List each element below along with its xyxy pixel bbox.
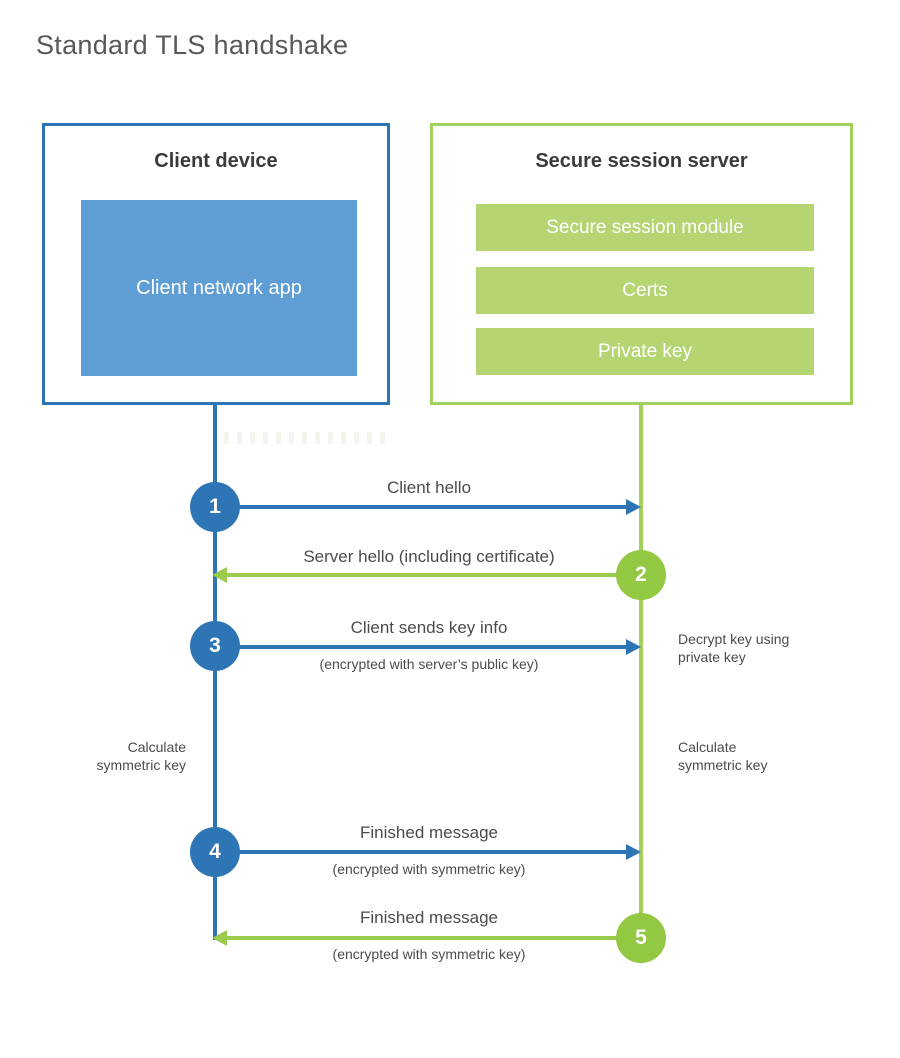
arrow-head-right-icon — [626, 844, 641, 860]
message-sublabel-key-info: (encrypted with server’s public key) — [319, 656, 539, 672]
client-lifeline — [213, 405, 217, 940]
message-label-finished-client: Finished message — [360, 823, 498, 842]
secure-session-server-box: Secure session server Secure session mod… — [430, 123, 853, 405]
arrow-line-client-hello — [215, 505, 629, 509]
note-line: private key — [678, 648, 746, 665]
note-line: symmetric key — [96, 756, 186, 773]
step-circle-5: 5 — [616, 913, 666, 963]
server-module-bar: Certs — [476, 267, 814, 314]
note-line: symmetric key — [678, 756, 768, 773]
arrow-line-finished-client — [215, 850, 629, 854]
step-circle-4: 4 — [190, 827, 240, 877]
client-network-app-box: Client network app — [81, 200, 357, 376]
server-module-label: Certs — [622, 279, 668, 301]
page-title: Standard TLS handshake — [36, 30, 349, 60]
step-number: 5 — [635, 926, 647, 949]
step-number: 1 — [209, 495, 221, 518]
server-module-label: Private key — [598, 340, 692, 362]
arrow-line-key-info — [215, 645, 629, 649]
step-circle-1: 1 — [190, 482, 240, 532]
message-label-key-info: Client sends key info — [350, 618, 508, 637]
message-sublabel-finished-client: (encrypted with symmetric key) — [332, 861, 526, 877]
client-network-app-label: Client network app — [136, 276, 302, 299]
arrow-head-right-icon — [626, 499, 641, 515]
faint-dashed-line — [224, 432, 388, 444]
server-lifeline — [639, 405, 643, 963]
message-label-server-hello: Server hello (including certificate) — [303, 547, 555, 566]
arrow-head-left-icon — [212, 567, 227, 583]
secure-session-server-heading: Secure session server — [535, 150, 748, 172]
arrow-head-left-icon — [212, 930, 227, 946]
message-label-finished-server: Finished message — [360, 908, 498, 927]
step-number: 2 — [635, 563, 647, 586]
arrow-line-finished-server — [227, 936, 641, 940]
note-line: Decrypt key using — [678, 631, 790, 647]
note-calculate-symmetric-key-server: Calculate symmetric key — [678, 739, 808, 775]
arrow-line-server-hello — [227, 573, 641, 577]
step-number: 4 — [209, 840, 221, 863]
arrow-head-right-icon — [626, 639, 641, 655]
client-device-box: Client device Client network app — [42, 123, 390, 405]
message-sublabel-finished-server: (encrypted with symmetric key) — [332, 946, 526, 962]
client-device-heading: Client device — [154, 150, 278, 172]
note-line: Calculate — [127, 739, 186, 755]
step-circle-3: 3 — [190, 621, 240, 671]
step-number: 3 — [209, 634, 221, 657]
server-module-bar: Private key — [476, 328, 814, 375]
server-module-label: Secure session module — [546, 216, 744, 238]
note-calculate-symmetric-key-client: Calculate symmetric key — [56, 739, 186, 775]
step-circle-2: 2 — [616, 550, 666, 600]
note-decrypt-key: Decrypt key using private key — [678, 631, 808, 667]
server-module-bar: Secure session module — [476, 204, 814, 251]
message-label-client-hello: Client hello — [386, 478, 472, 497]
note-line: Calculate — [678, 739, 737, 755]
